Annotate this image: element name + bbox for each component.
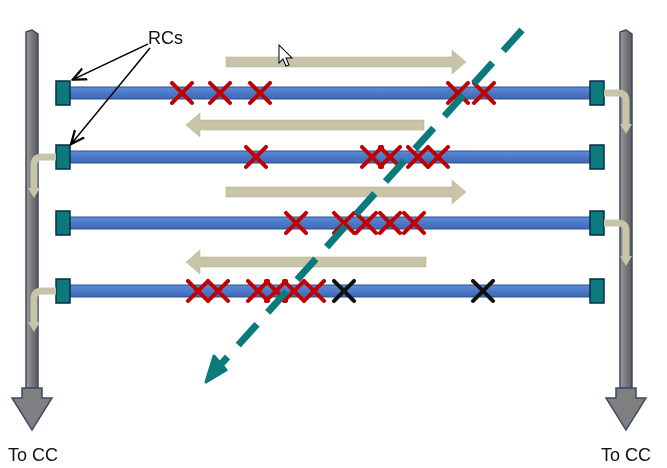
hit-red-row1-3 — [248, 81, 272, 105]
left-column-down-arrow — [10, 387, 54, 432]
row-bar-2 — [69, 150, 591, 164]
rcs-label: RCs — [148, 28, 183, 48]
hit-red-row2-4 — [406, 145, 430, 169]
rc-block-row3-right — [589, 210, 605, 236]
to-cc-right-label: To CC — [601, 445, 652, 465]
to-cc-left-label: To CC — [8, 445, 59, 465]
connector-row1-right — [604, 89, 630, 124]
row-bar-4 — [69, 284, 591, 298]
rc-block-row4-right — [589, 278, 605, 304]
hit-red-row2-3 — [378, 145, 402, 169]
hit-red-row4-2 — [206, 279, 230, 303]
connector-row2-left — [30, 153, 56, 188]
rc-connectors — [30, 89, 630, 322]
dashed-track-arrow — [204, 27, 525, 384]
row-bar-1 — [65, 86, 591, 100]
hit-red-row3-5 — [402, 211, 426, 235]
hit-black-row4-1 — [332, 279, 356, 303]
hit-red-row1-1 — [170, 81, 194, 105]
hit-red-row3-1 — [284, 211, 308, 235]
right-column-down-arrow — [604, 387, 648, 432]
left-column — [10, 29, 54, 432]
hit-red-row4-5 — [282, 279, 306, 303]
hit-red-row2-2 — [360, 145, 384, 169]
flow-arrow-left-2 — [185, 249, 427, 275]
flow-arrows — [185, 49, 467, 275]
rc-callout-lines — [72, 43, 151, 143]
hit-black-row4-2 — [471, 279, 495, 303]
hit-red-row1-2 — [208, 81, 232, 105]
rc-block-row2-right — [589, 144, 605, 170]
connector-row4-left — [30, 287, 56, 322]
rc-block-row2-left — [55, 144, 71, 170]
hit-red-row3-2 — [332, 211, 356, 235]
hit-red-row4-3 — [246, 279, 270, 303]
hit-red-row4-1 — [186, 279, 210, 303]
mouse-pointer-icon — [278, 43, 294, 67]
flow-arrow-right-2 — [225, 179, 467, 205]
hit-red-row3-3 — [354, 211, 378, 235]
rc-block-row1-right — [589, 80, 605, 106]
flow-arrow-left-1 — [185, 112, 425, 138]
row-bar-3 — [65, 216, 591, 230]
hit-red-row4-6 — [302, 279, 326, 303]
hit-red-row2-1 — [244, 145, 268, 169]
rc-blocks — [55, 80, 605, 304]
flow-arrow-right-1 — [225, 49, 467, 75]
hit-red-row1-5 — [472, 81, 496, 105]
rc-block-row4-left — [55, 278, 71, 304]
hit-red-row2-5 — [426, 145, 450, 169]
rc-block-row1-left — [55, 80, 71, 106]
hit-red-row1-4 — [446, 81, 470, 105]
connector-row3-right — [604, 219, 630, 256]
hit-red-row3-4 — [378, 211, 402, 235]
rc-block-row3-left — [55, 210, 71, 236]
hit-markers — [170, 81, 496, 303]
